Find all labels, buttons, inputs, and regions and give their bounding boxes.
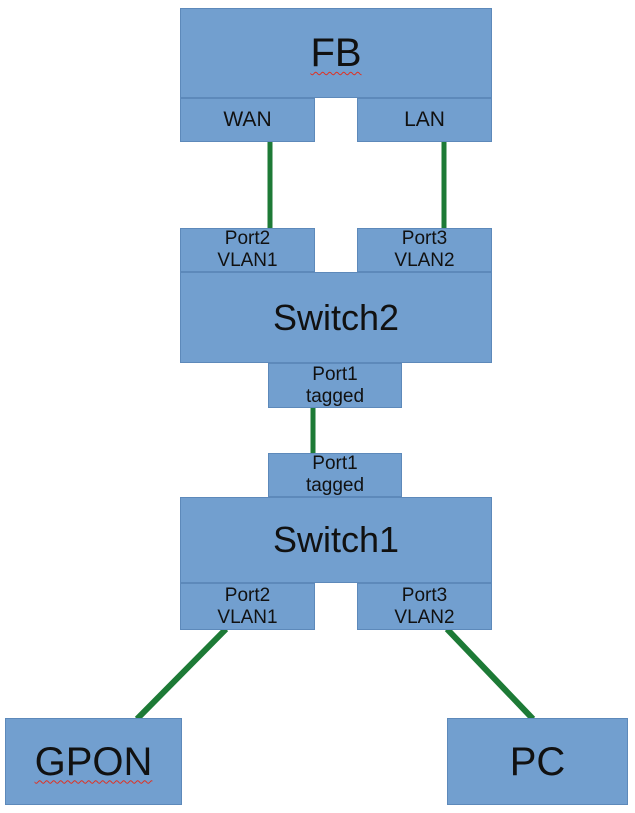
- lan-label: LAN: [404, 108, 445, 132]
- pc-label: PC: [509, 739, 566, 784]
- port-fb-lan[interactable]: LAN: [357, 98, 492, 142]
- switch1-port1-line2: tagged: [305, 475, 365, 496]
- switch1-label: Switch1: [272, 519, 400, 561]
- port-switch1-port3[interactable]: Port3 VLAN2: [357, 583, 492, 630]
- node-gpon[interactable]: GPON: [5, 718, 182, 805]
- port-fb-wan[interactable]: WAN: [180, 98, 315, 142]
- node-switch1[interactable]: Switch1: [180, 497, 492, 583]
- port-switch2-port2[interactable]: Port2 VLAN1: [180, 228, 315, 272]
- fb-label: FB: [310, 31, 362, 75]
- link-switch1-port2-to-gpon[interactable]: [134, 626, 229, 722]
- port-switch1-port1[interactable]: Port1 tagged: [268, 453, 402, 497]
- switch1-port1-line1: Port1: [312, 453, 358, 474]
- node-pc[interactable]: PC: [447, 718, 628, 805]
- switch2-port1-line2: tagged: [305, 385, 365, 407]
- switch2-port3-line2: VLAN2: [394, 250, 455, 271]
- switch1-port2-line1: Port2: [224, 584, 271, 606]
- gpon-label: GPON: [34, 739, 153, 784]
- node-switch2[interactable]: Switch2: [180, 272, 492, 363]
- switch2-port1-line1: Port1: [312, 363, 358, 385]
- switch2-port2-line2: VLAN1: [217, 250, 278, 271]
- port-switch1-port2[interactable]: Port2 VLAN1: [180, 583, 315, 630]
- switch2-label: Switch2: [272, 296, 400, 338]
- node-fb[interactable]: FB: [180, 8, 492, 98]
- switch2-port3-line1: Port3: [401, 228, 448, 249]
- switch1-port3-line2: VLAN2: [394, 606, 455, 628]
- wan-label: WAN: [223, 108, 272, 132]
- switch2-port2-line1: Port2: [224, 228, 271, 249]
- port-switch2-port1[interactable]: Port1 tagged: [268, 363, 402, 408]
- switch1-port3-line1: Port3: [401, 584, 448, 606]
- link-switch1-port3-to-pc[interactable]: [444, 626, 536, 722]
- port-switch2-port3[interactable]: Port3 VLAN2: [357, 228, 492, 272]
- switch1-port2-line2: VLAN1: [217, 606, 278, 628]
